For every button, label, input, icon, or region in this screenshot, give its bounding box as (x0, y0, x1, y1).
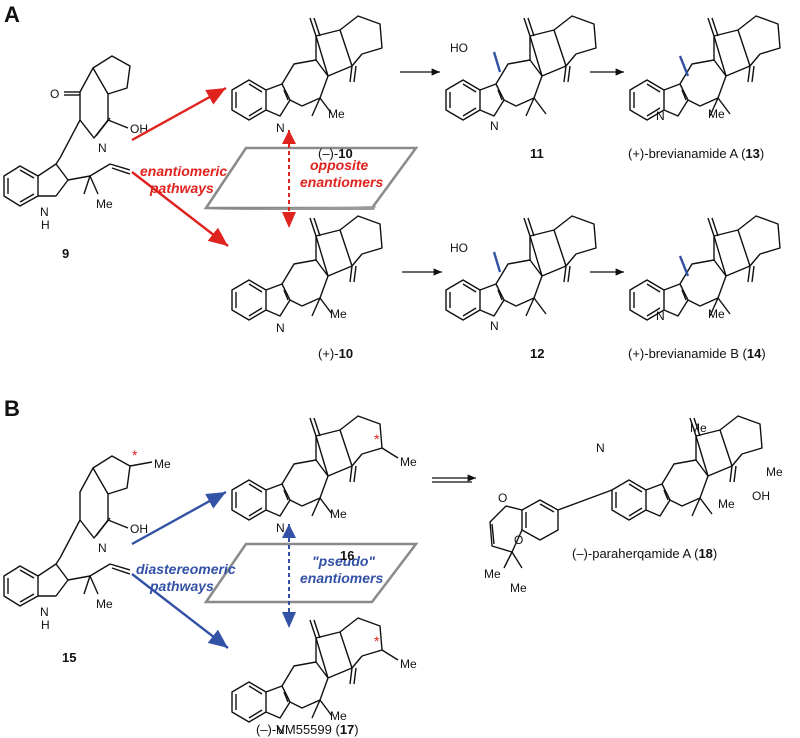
atom-me-18d: Me (766, 465, 783, 479)
atom-ho-11: HO (450, 41, 468, 55)
atom-me-18e: Me (718, 497, 735, 511)
atom-h-9: H (41, 218, 50, 232)
atom-me-17a: Me (400, 657, 417, 671)
compound-label-10-minus: (–)-10 (318, 146, 353, 161)
panel-label-a: A (4, 2, 20, 27)
label-enantiomers-b: enantiomers (300, 570, 383, 586)
atom-me-14: Me (708, 307, 725, 321)
atom-n-9: N (98, 141, 107, 155)
atom-me-18c: Me (690, 421, 707, 435)
atom-nh-9: N (40, 205, 49, 219)
atom-me-13: Me (708, 107, 725, 121)
compound-18-dioxepin-structure (489, 489, 613, 569)
compound-label-11: 11 (530, 146, 544, 161)
blue-bond-11 (492, 51, 502, 73)
atom-me-9: Me (96, 197, 113, 211)
red-arrow-up (131, 86, 227, 142)
compound-label-17: (–)-VM55599 (17) (256, 722, 359, 737)
parallelogram-box-b (203, 542, 419, 604)
atom-me-15a: Me (154, 457, 171, 471)
stereocenter-star-16: * (374, 431, 380, 447)
stereocenter-star-17: * (374, 633, 380, 649)
compound-label-9: 9 (62, 246, 69, 261)
compound-10-plus-structure (231, 215, 383, 321)
atom-n-12: N (490, 319, 499, 333)
atom-me-10m: Me (328, 107, 345, 121)
blue-arrow-up (131, 490, 227, 546)
atom-nh-16: N (276, 521, 285, 535)
methyl-bond-16 (381, 447, 399, 459)
compound-16-structure (231, 415, 383, 521)
atom-nh-18: N (596, 441, 605, 455)
atom-nh-14: N (656, 309, 665, 323)
compound-label-12: 12 (530, 346, 544, 361)
stereocenter-star-15: * (132, 447, 138, 463)
compound-label-16: 16 (340, 548, 354, 563)
atom-nh-10p: N (276, 321, 285, 335)
red-arrow-down (131, 171, 229, 247)
atom-o-18a: O (498, 491, 507, 505)
label-pseudo: "pseudo" (312, 553, 375, 569)
compound-label-10-plus: (+)-10 (318, 346, 353, 361)
atom-h-15: H (41, 618, 50, 632)
atom-oh-15: OH (130, 522, 148, 536)
blue-arrow-down (131, 573, 229, 649)
atom-nh-17: N (276, 723, 285, 737)
blue-bond-13 (678, 55, 690, 77)
compound-label-18: (–)-paraherqamide A (18) (572, 546, 717, 561)
compound-17-structure (231, 617, 383, 723)
label-pathways-a: pathways (149, 180, 214, 196)
atom-nh-10m: N (276, 121, 285, 135)
atom-o-18b: O (514, 533, 523, 547)
atom-oh-18: OH (752, 489, 770, 503)
compound-15-structure (3, 455, 153, 607)
label-enantiomeric: enantiomeric (140, 163, 227, 179)
panel-label-b: B (4, 396, 20, 421)
atom-me-15b: Me (96, 597, 113, 611)
label-pathways-b: pathways (149, 578, 214, 594)
atom-me-17b: Me (330, 709, 347, 723)
compound-14-structure (629, 215, 781, 321)
compound-18-core-structure (611, 415, 763, 521)
blue-bond-14 (678, 255, 690, 277)
label-enantiomers-a: enantiomers (300, 174, 383, 190)
atom-me-10p: Me (330, 307, 347, 321)
compound-label-15: 15 (62, 650, 76, 665)
atom-me-16b: Me (330, 507, 347, 521)
methyl-bond-17 (381, 649, 399, 661)
compound-11-structure (445, 15, 597, 121)
label-diastereomeric: diastereomeric (136, 561, 236, 577)
compound-label-14: (+)-brevianamide B (14) (628, 346, 766, 361)
compound-13-structure (629, 15, 781, 121)
label-opposite: opposite (310, 157, 369, 173)
atom-ho-12: HO (450, 241, 468, 255)
atom-nh-15: N (40, 605, 49, 619)
atom-me-16a: Me (400, 455, 417, 469)
atom-me-18b: Me (510, 581, 527, 595)
atom-o-9: O (50, 87, 59, 101)
compound-10-minus-structure (231, 15, 383, 121)
compound-12-structure (445, 215, 597, 321)
atom-n-11: N (490, 119, 499, 133)
atom-me-18a: Me (484, 567, 501, 581)
atom-nh-13: N (656, 109, 665, 123)
blue-bond-12 (492, 251, 502, 273)
compound-9-structure (3, 55, 131, 207)
atom-n-15: N (98, 541, 107, 555)
compound-label-13: (+)-brevianamide A (13) (628, 146, 764, 161)
